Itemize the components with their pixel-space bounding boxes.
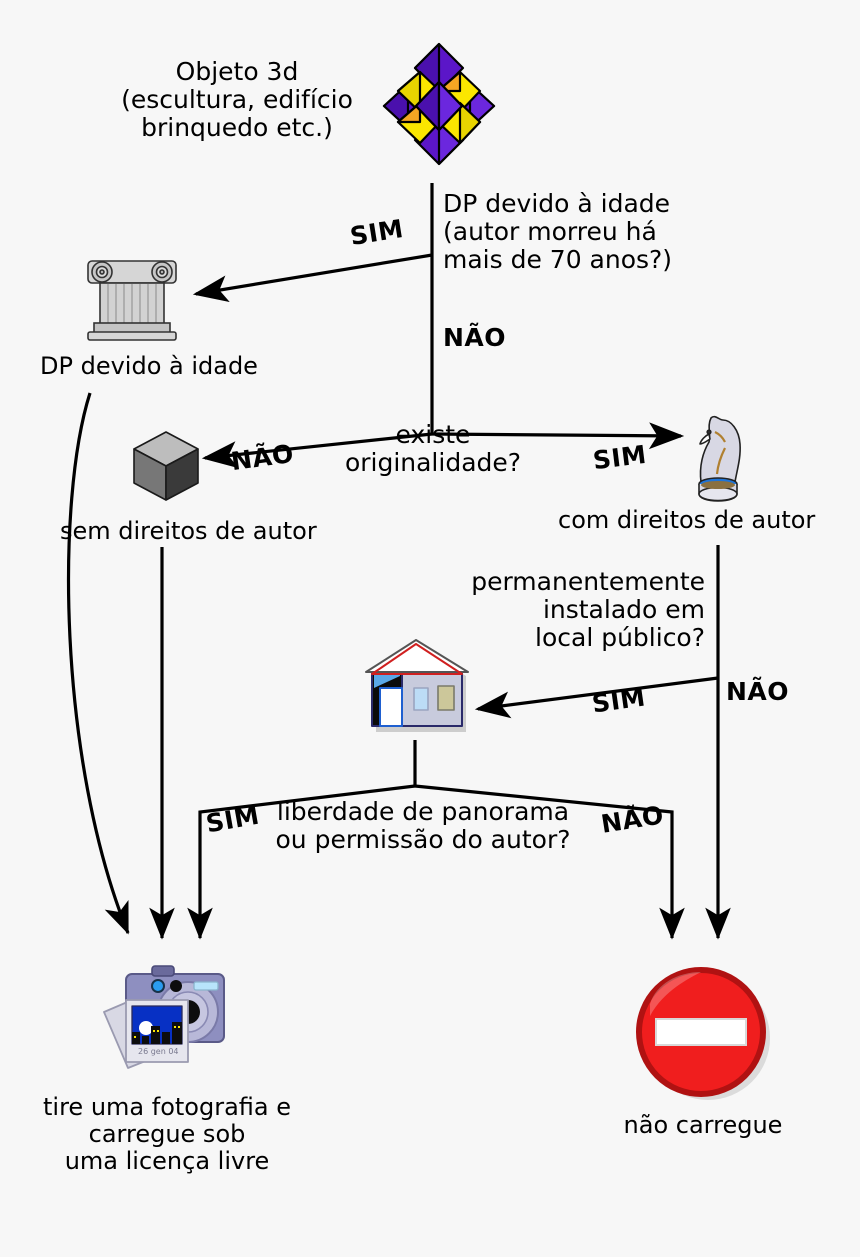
edge-originality-no [201,432,433,469]
grey-cube-icon [130,428,202,504]
edge-pdage-to-camera [66,392,130,935]
no-entry-icon [630,964,778,1104]
node-label-public-domain-age: DP devido à idade [40,352,258,380]
question-age: DP devido à idade (autor morreu há mais … [443,189,673,274]
edge-panorama-yes [187,784,416,940]
node-label-no-copyright: sem direitos de autor [60,517,317,545]
edge-originality-yes [431,422,685,450]
question-panorama: liberdade de panorama ou permissão do au… [275,797,571,854]
svg-text:26 gen 04: 26 gen 04 [138,1047,179,1056]
edge-age-yes [192,253,433,303]
edge-panorama-no [414,784,685,940]
edge-publicplace-yes [474,676,719,719]
public-place-no-label: NÃO [726,677,790,706]
camera-icon: 26 gen 04 [96,952,232,1072]
greek-column-icon [78,253,186,343]
house-icon [358,636,474,740]
question-originality: existe originalidade? [344,420,522,477]
question-public-place: permanentemente instalado em local públi… [471,567,705,652]
age-no-label: NÃO [443,323,507,352]
outcome-label-upload-free: tire uma fotografia e carregue sob uma l… [43,1093,291,1175]
polyhedra-3d-icon [376,34,502,174]
chess-knight-icon [685,408,753,506]
node-label-with-copyright: com direitos de autor [558,506,816,534]
outcome-label-do-not-upload: não carregue [623,1111,783,1139]
root-node-label: Objeto 3d (escultura, edifício brinquedo… [121,57,353,142]
